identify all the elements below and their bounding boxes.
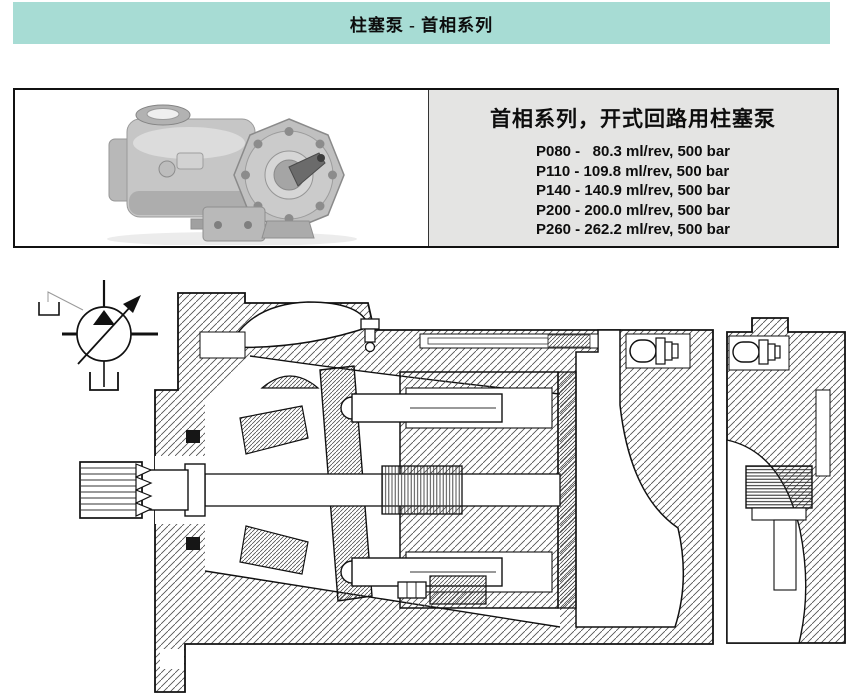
- product-box: 首相系列，开式回路用柱塞泵 P080 - 80.3 ml/rev, 500 ba…: [13, 88, 839, 248]
- spec-line: P260 - 262.2 ml/rev, 500 bar: [535, 221, 731, 238]
- page-title: 柱塞泵 - 首相系列: [349, 15, 494, 35]
- pump-photo-illustration: [106, 104, 357, 245]
- valve-plate: [557, 371, 577, 609]
- port-variant-section: [726, 317, 846, 644]
- front-bearing: [186, 405, 309, 575]
- rear-port-plug: [625, 333, 691, 369]
- spec-line: P200 - 200.0 ml/rev, 500 bar: [535, 201, 731, 219]
- pump-symbol-icon: [38, 280, 158, 391]
- main-section: [79, 292, 714, 693]
- spec-line: P140 - 140.9 ml/rev, 500 bar: [535, 182, 731, 199]
- drawing-area: [0, 260, 852, 700]
- spec-line: P080 - 80.3 ml/rev, 500 bar: [535, 143, 730, 160]
- threaded-port: [745, 465, 813, 509]
- drive-shaft: [204, 465, 561, 515]
- spec-line: P110 - 109.8 ml/rev, 500 bar: [535, 162, 730, 180]
- header-bar: 柱塞泵 - 首相系列: [13, 2, 830, 44]
- spec-list: P080 - 80.3 ml/rev, 500 bar P110 - 109.8…: [536, 142, 730, 240]
- bottom-servo: [397, 575, 487, 605]
- bleed-valve: [360, 318, 380, 353]
- piston-pump-photo: [106, 104, 357, 245]
- photo-cell: [15, 90, 429, 246]
- swash-cavity: [227, 301, 370, 349]
- series-title: 首相系列，开式回路用柱塞泵: [490, 107, 776, 131]
- rear-cavity: [575, 329, 685, 628]
- pump-cross-section-drawing: [38, 280, 846, 693]
- spec-panel: 首相系列，开式回路用柱塞泵 P080 - 80.3 ml/rev, 500 ba…: [429, 90, 837, 246]
- splined-shaft: [79, 461, 206, 519]
